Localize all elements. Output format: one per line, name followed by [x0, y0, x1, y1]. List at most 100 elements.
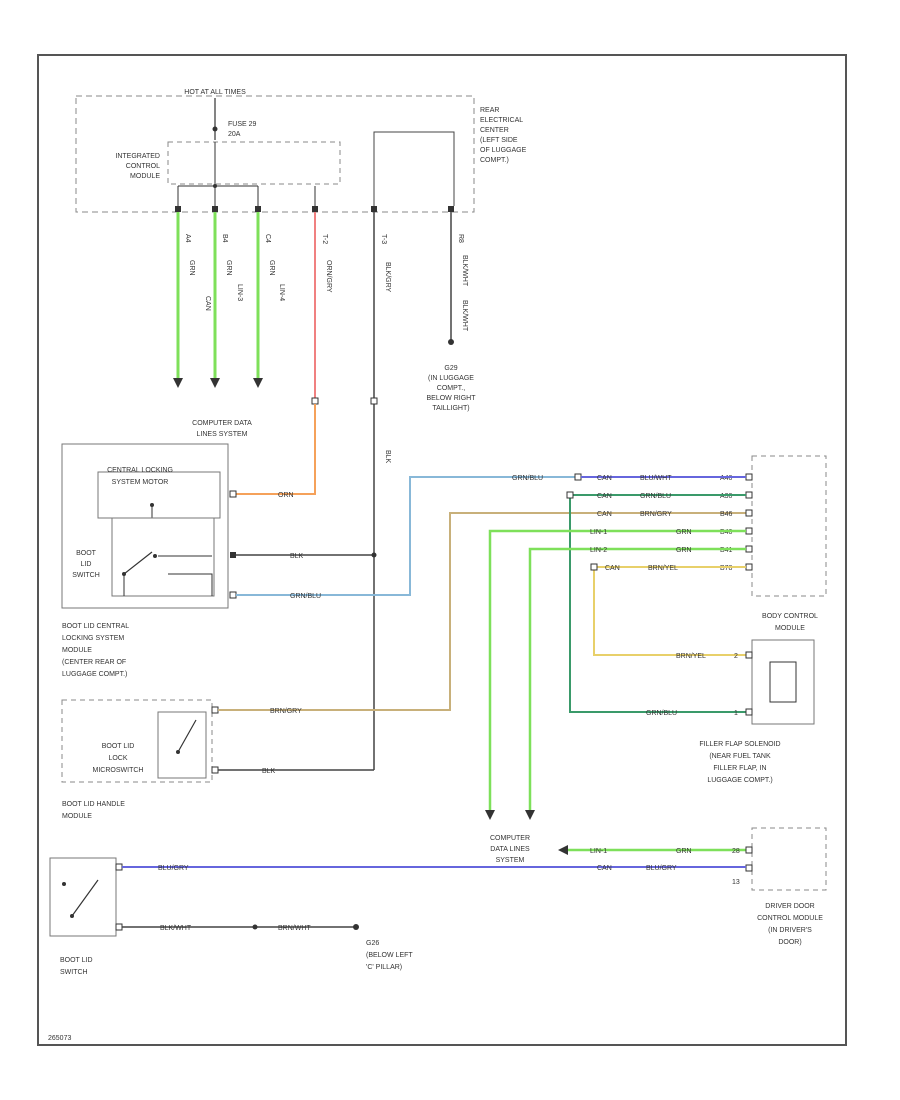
boot-lid-switch-inner-3: SWITCH	[72, 572, 100, 579]
g29-ground-dot	[448, 339, 454, 345]
fuse-label-2: 20A	[228, 131, 241, 138]
wire-label-blk-wht-g26: BLK/WHT	[160, 925, 192, 932]
g26-label-3: 'C' PILLAR)	[366, 964, 402, 971]
filler-pin-1: 2	[734, 653, 738, 660]
cdls-bottom-label-2: DATA LINES	[490, 846, 530, 853]
bcm-label-2: MODULE	[775, 625, 805, 632]
wire-brn-gry	[218, 512, 746, 711]
rec-label-4: (LEFT SIDE	[480, 137, 518, 144]
wire-label-grn-ddcm: GRN	[676, 848, 692, 855]
rec-label-2: ELECTRICAL	[480, 117, 523, 124]
bl-module-label-3: MODULE	[62, 647, 92, 654]
wire-label-blk-wht: BLK/WHT	[461, 255, 468, 287]
connector-c3	[311, 397, 319, 405]
wire-label-grn-2: GRN	[225, 260, 232, 276]
ddcm-label-2: CONTROL MODULE	[757, 915, 823, 922]
wire-label-brn-wht: BRN/WHT	[278, 925, 311, 932]
wire-label-grn-blu-filler: GRN/BLU	[646, 710, 677, 717]
solenoid-coil	[769, 661, 797, 703]
connector-boot-sw-1	[115, 863, 123, 871]
boot-lid-switch-inner-2: LID	[81, 561, 92, 568]
signal-lin-a: LIN-3	[236, 284, 243, 301]
wire-label-grn-lin2: GRN	[676, 547, 692, 554]
ddcm-label-4: DOOR)	[778, 939, 801, 946]
wire-label-brn-yel-2: BRN/YEL	[676, 653, 706, 660]
connector-filler-2	[745, 708, 753, 716]
connector-grn-blu-a	[229, 591, 237, 599]
g26-label-1: G26	[366, 940, 379, 947]
icm-label-1: INTEGRATED	[115, 153, 160, 160]
filler-label-1: FILLER FLAP SOLENOID	[699, 741, 780, 748]
ddcm-signal-1: LIN-1	[590, 848, 607, 855]
connector-filler-1	[745, 651, 753, 659]
filler-label-2: (NEAR FUEL TANK	[709, 753, 771, 760]
filler-pin-2: 1	[734, 710, 738, 717]
bcm-signal-2: CAN	[597, 493, 612, 500]
splice-g26	[252, 924, 258, 930]
g26-ground-dot	[353, 924, 359, 930]
icm-label-3: MODULE	[130, 173, 160, 180]
connector-blk-handle	[211, 766, 219, 774]
wire-label-blu-wht: BLU/WHT	[640, 475, 672, 482]
switch-blade	[123, 551, 153, 575]
filler-label-4: LUGGAGE COMPT.)	[707, 777, 772, 784]
boot-switch-contact-b	[70, 914, 74, 918]
bcm-pin-6: B78	[720, 565, 733, 572]
bl-module-label-2: LOCKING SYSTEM	[62, 635, 124, 642]
bcm-signal-4: LIN-1	[590, 529, 607, 536]
body-control-module-box	[751, 455, 827, 597]
pin-b4: B4	[221, 234, 228, 243]
wire-label-blk-wht-2: BLK/WHT	[461, 300, 468, 332]
wire-label-brn-yel: BRN/YEL	[648, 565, 678, 572]
arrow-cdls-1	[173, 378, 183, 388]
wire-label-blu-gry-2: BLU/GRY	[646, 865, 677, 872]
bcm-pin-1: A40	[720, 475, 733, 482]
cdls-top-label-2: LINES SYSTEM	[197, 431, 248, 438]
bcm-label-1: BODY CONTROL	[762, 613, 818, 620]
g29-label-1: G29	[444, 365, 457, 372]
integrated-control-module-box	[167, 141, 341, 185]
wire-label-grn-blu-bcm: GRN/BLU	[640, 493, 671, 500]
rec-label-3: CENTER	[480, 127, 509, 134]
wire-label-blu-gry: BLU/GRY	[158, 865, 189, 872]
ddcm-pin-1: 28	[732, 848, 740, 855]
bcm-pin-2: A30	[720, 493, 733, 500]
lock-sw-label-3: MICROSWITCH	[93, 767, 144, 774]
arrow-cdls-2	[210, 378, 220, 388]
cdls-bottom-label-3: SYSTEM	[496, 857, 525, 864]
handle-module-label-2: MODULE	[62, 813, 92, 820]
boot-lid-switch-inner-box	[111, 517, 215, 597]
pin-t2: T-2	[321, 234, 328, 244]
bl-module-label-5: LUGGAGE COMPT.)	[62, 671, 127, 678]
g29-label-3: COMPT.,	[437, 385, 465, 392]
switch-out-line-2	[168, 573, 213, 596]
bcm-signal-6: CAN	[605, 565, 620, 572]
connector-orn	[229, 490, 237, 498]
icm-label-2: CONTROL	[126, 163, 160, 170]
lock-sw-label-1: BOOT LID	[102, 743, 135, 750]
wire-label-orn: ORN	[278, 492, 294, 499]
g29-label-2: (IN LUGGAGE	[428, 375, 474, 382]
bl-module-label-1: BOOT LID CENTRAL	[62, 623, 129, 630]
wire-label-blk-1: BLK	[384, 450, 391, 464]
pin-c4: C4	[264, 234, 271, 243]
boot-switch-label-2: SWITCH	[60, 969, 88, 976]
wire-orange	[236, 404, 316, 495]
bl-module-label-4: (CENTER REAR OF	[62, 659, 126, 666]
pin-r8: R8	[457, 234, 464, 243]
wire-label-blk-2: BLK	[290, 553, 304, 560]
icm-connectors	[175, 206, 454, 212]
ddcm-signal-2: CAN	[597, 865, 612, 872]
splice-black	[371, 552, 377, 558]
ddcm-label-1: DRIVER DOOR	[765, 903, 814, 910]
bcm-pin-5: B41	[720, 547, 733, 554]
boot-lid-handle-module-box	[61, 699, 213, 783]
wire-lin2	[528, 547, 746, 810]
bcm-pin-4: B40	[720, 529, 733, 536]
rec-label-6: COMPT.)	[480, 157, 509, 164]
bcm-signal-3: CAN	[597, 511, 612, 518]
filler-label-3: FILLER FLAP, IN	[713, 765, 766, 772]
bcm-connectors	[745, 473, 753, 571]
wire-lin1	[488, 529, 746, 810]
